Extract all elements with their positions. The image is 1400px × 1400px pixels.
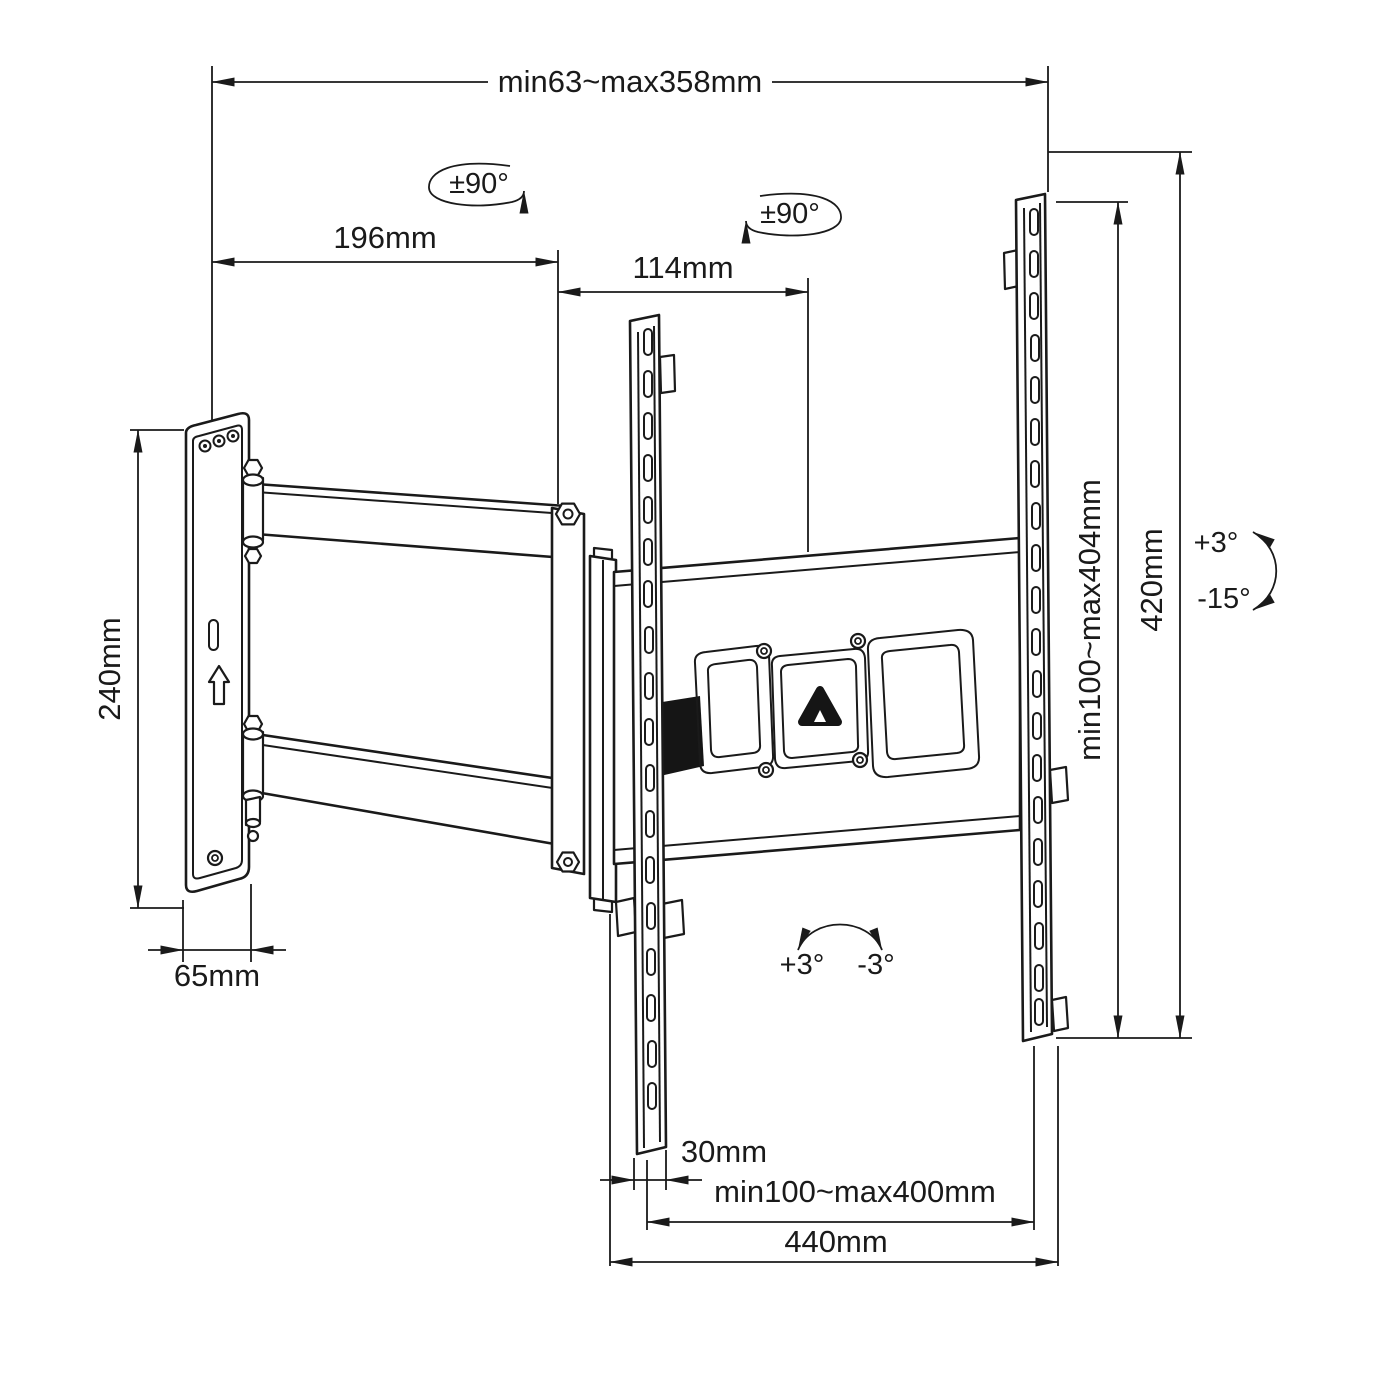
rail-latch bbox=[1048, 765, 1070, 805]
dim-vesa-vertical: min100~max404mm bbox=[1072, 479, 1107, 761]
rail-latch bbox=[1050, 995, 1070, 1033]
dim-level-minus: -3° bbox=[857, 949, 894, 981]
dim-bracket-width: 440mm bbox=[784, 1224, 887, 1259]
left-tv-rail bbox=[628, 313, 677, 1156]
dim-swivel-left: ±90° bbox=[449, 168, 509, 200]
center-plate bbox=[693, 628, 981, 779]
rail-latch bbox=[614, 896, 638, 938]
dim-tilt-up: +3° bbox=[1194, 527, 1239, 559]
lower-arm bbox=[254, 732, 568, 848]
brand-logo-notch bbox=[814, 710, 826, 722]
upper-arm bbox=[254, 482, 568, 560]
cutout-shadow bbox=[656, 696, 704, 776]
dim-arm-offset: 114mm bbox=[632, 250, 733, 285]
dim-extension-range: min63~max358mm bbox=[498, 64, 762, 99]
orientation-arrow-icon bbox=[207, 664, 231, 706]
vesa-strip bbox=[588, 546, 618, 914]
wall-plate-top-hinge bbox=[241, 458, 265, 565]
dim-level-plus: +3° bbox=[780, 949, 825, 981]
dim-tilt-down: -15° bbox=[1197, 583, 1251, 615]
dim-arm-length: 196mm bbox=[333, 220, 436, 255]
right-tv-rail bbox=[1014, 192, 1054, 1043]
dimension-lines bbox=[133, 77, 1185, 1267]
dim-rail-width: 30mm bbox=[681, 1134, 767, 1169]
pivot-column bbox=[550, 502, 586, 876]
dim-vesa-horizontal: min100~max400mm bbox=[714, 1174, 996, 1209]
rotation-arrow-right-icon bbox=[741, 192, 842, 244]
dim-wall-plate-height: 240mm bbox=[92, 617, 127, 720]
dim-wall-plate-width: 65mm bbox=[174, 958, 260, 993]
rail-hook bbox=[658, 353, 677, 395]
wall-plate-bottom-hinge bbox=[241, 714, 265, 843]
motion-arrows bbox=[428, 162, 1277, 951]
rotation-arrow-left-icon bbox=[428, 162, 529, 214]
dim-swivel-right: ±90° bbox=[760, 198, 820, 230]
wall-plate bbox=[184, 411, 251, 894]
dim-bracket-height: 420mm bbox=[1134, 528, 1169, 631]
level-arrow-icon bbox=[797, 923, 883, 951]
tilt-arrow-icon bbox=[1252, 531, 1277, 611]
